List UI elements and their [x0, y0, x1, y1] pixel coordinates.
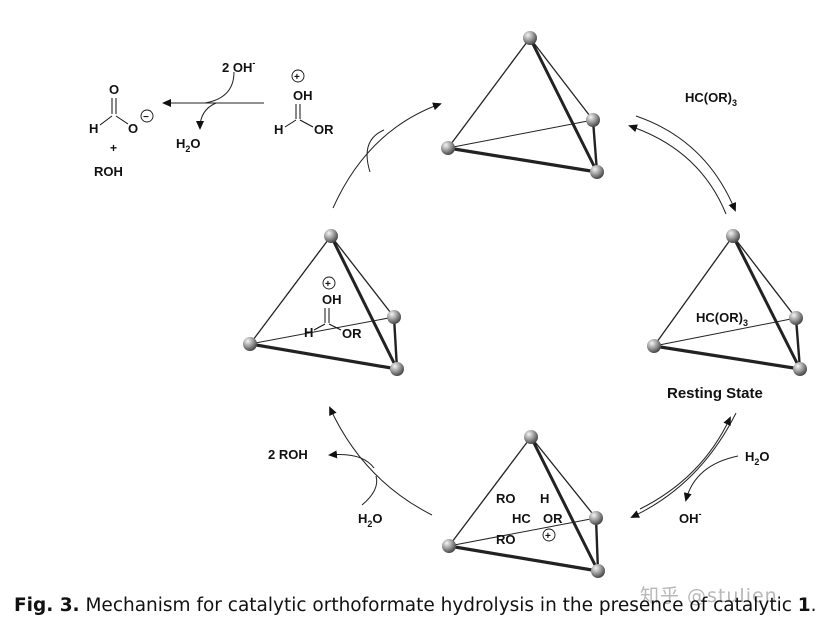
- tetrahedron-bottom: [442, 430, 605, 578]
- formate-product: 2 OH- O H O − + ROH H2O: [89, 58, 255, 179]
- encapsulated-cation: + OH H OR: [304, 276, 362, 341]
- cation-or: OR: [314, 122, 334, 137]
- caption-text: Mechanism for catalytic orthoformate hyd…: [79, 595, 798, 616]
- guest-plus: +: [545, 531, 551, 542]
- arrow-2roh-out: [328, 450, 375, 469]
- arrow-bottom-to-left: [329, 406, 433, 516]
- protonated-orthoformate: RO H HC OR RO +: [496, 491, 563, 547]
- tetrahedron-resting-state: [647, 229, 807, 376]
- guest-or: OR: [543, 511, 563, 526]
- plus-sign: +: [110, 141, 117, 155]
- cation-oh: OH: [293, 88, 313, 103]
- cation-plus: +: [294, 72, 300, 83]
- h2o-in-label: H2O: [745, 449, 770, 467]
- arrow-h2o-in-left: [361, 475, 378, 506]
- left-plus: +: [325, 279, 331, 290]
- roh-out-label: 2 ROH: [268, 447, 308, 462]
- guest-h: H: [540, 491, 549, 506]
- hydroxide-out-label: OH-: [679, 509, 702, 526]
- left-or: OR: [342, 326, 362, 341]
- guest-hc: HC: [512, 511, 531, 526]
- caption-number: 1: [797, 595, 811, 616]
- orthoformate-reagent-label: HC(OR)3: [685, 90, 737, 108]
- encapsulated-orthoformate-label: HC(OR)3: [696, 310, 748, 328]
- arrow-oh-in: [204, 71, 235, 104]
- h2o-in-left-label: H2O: [358, 511, 383, 529]
- roh-label: ROH: [94, 164, 123, 179]
- resting-state-label: Resting State: [667, 385, 763, 402]
- arrow-h2o-out: [196, 102, 217, 130]
- formate-h: H: [89, 121, 98, 136]
- arrow-top-to-right: [635, 115, 737, 212]
- guest-ro-top: RO: [496, 491, 516, 506]
- watermark: 知乎 @stulien: [640, 585, 778, 607]
- cycle-arrows: [162, 71, 739, 518]
- formate-o-top: O: [109, 82, 119, 97]
- minus-charge: −: [143, 112, 149, 123]
- tetrahedron-left: [243, 229, 404, 376]
- guest-ro-bottom: RO: [496, 532, 516, 547]
- formate-cation: + OH H OR: [274, 69, 334, 137]
- arrow-right-to-bottom: [630, 412, 737, 518]
- arrow-h2o-in: [683, 455, 739, 502]
- oh-reagent-label: 2 OH-: [222, 58, 255, 75]
- arrow-right-to-top: [628, 124, 727, 215]
- h2o-out-label: H2O: [176, 136, 201, 154]
- tetrahedron-top: [441, 31, 604, 179]
- arrow-bottom-to-right: [639, 416, 731, 510]
- arrow-left-to-top: [332, 102, 442, 209]
- arrow-branch-to-cation: [366, 129, 385, 173]
- left-oh: OH: [322, 292, 342, 307]
- caption-end: .: [810, 595, 817, 616]
- caption-label: Fig. 3.: [14, 595, 80, 616]
- cation-h: H: [274, 122, 283, 137]
- left-h: H: [304, 325, 313, 340]
- formate-o-minus: O: [128, 121, 138, 136]
- figure-caption: Fig. 3. Mechanism for catalytic orthofor…: [14, 595, 817, 616]
